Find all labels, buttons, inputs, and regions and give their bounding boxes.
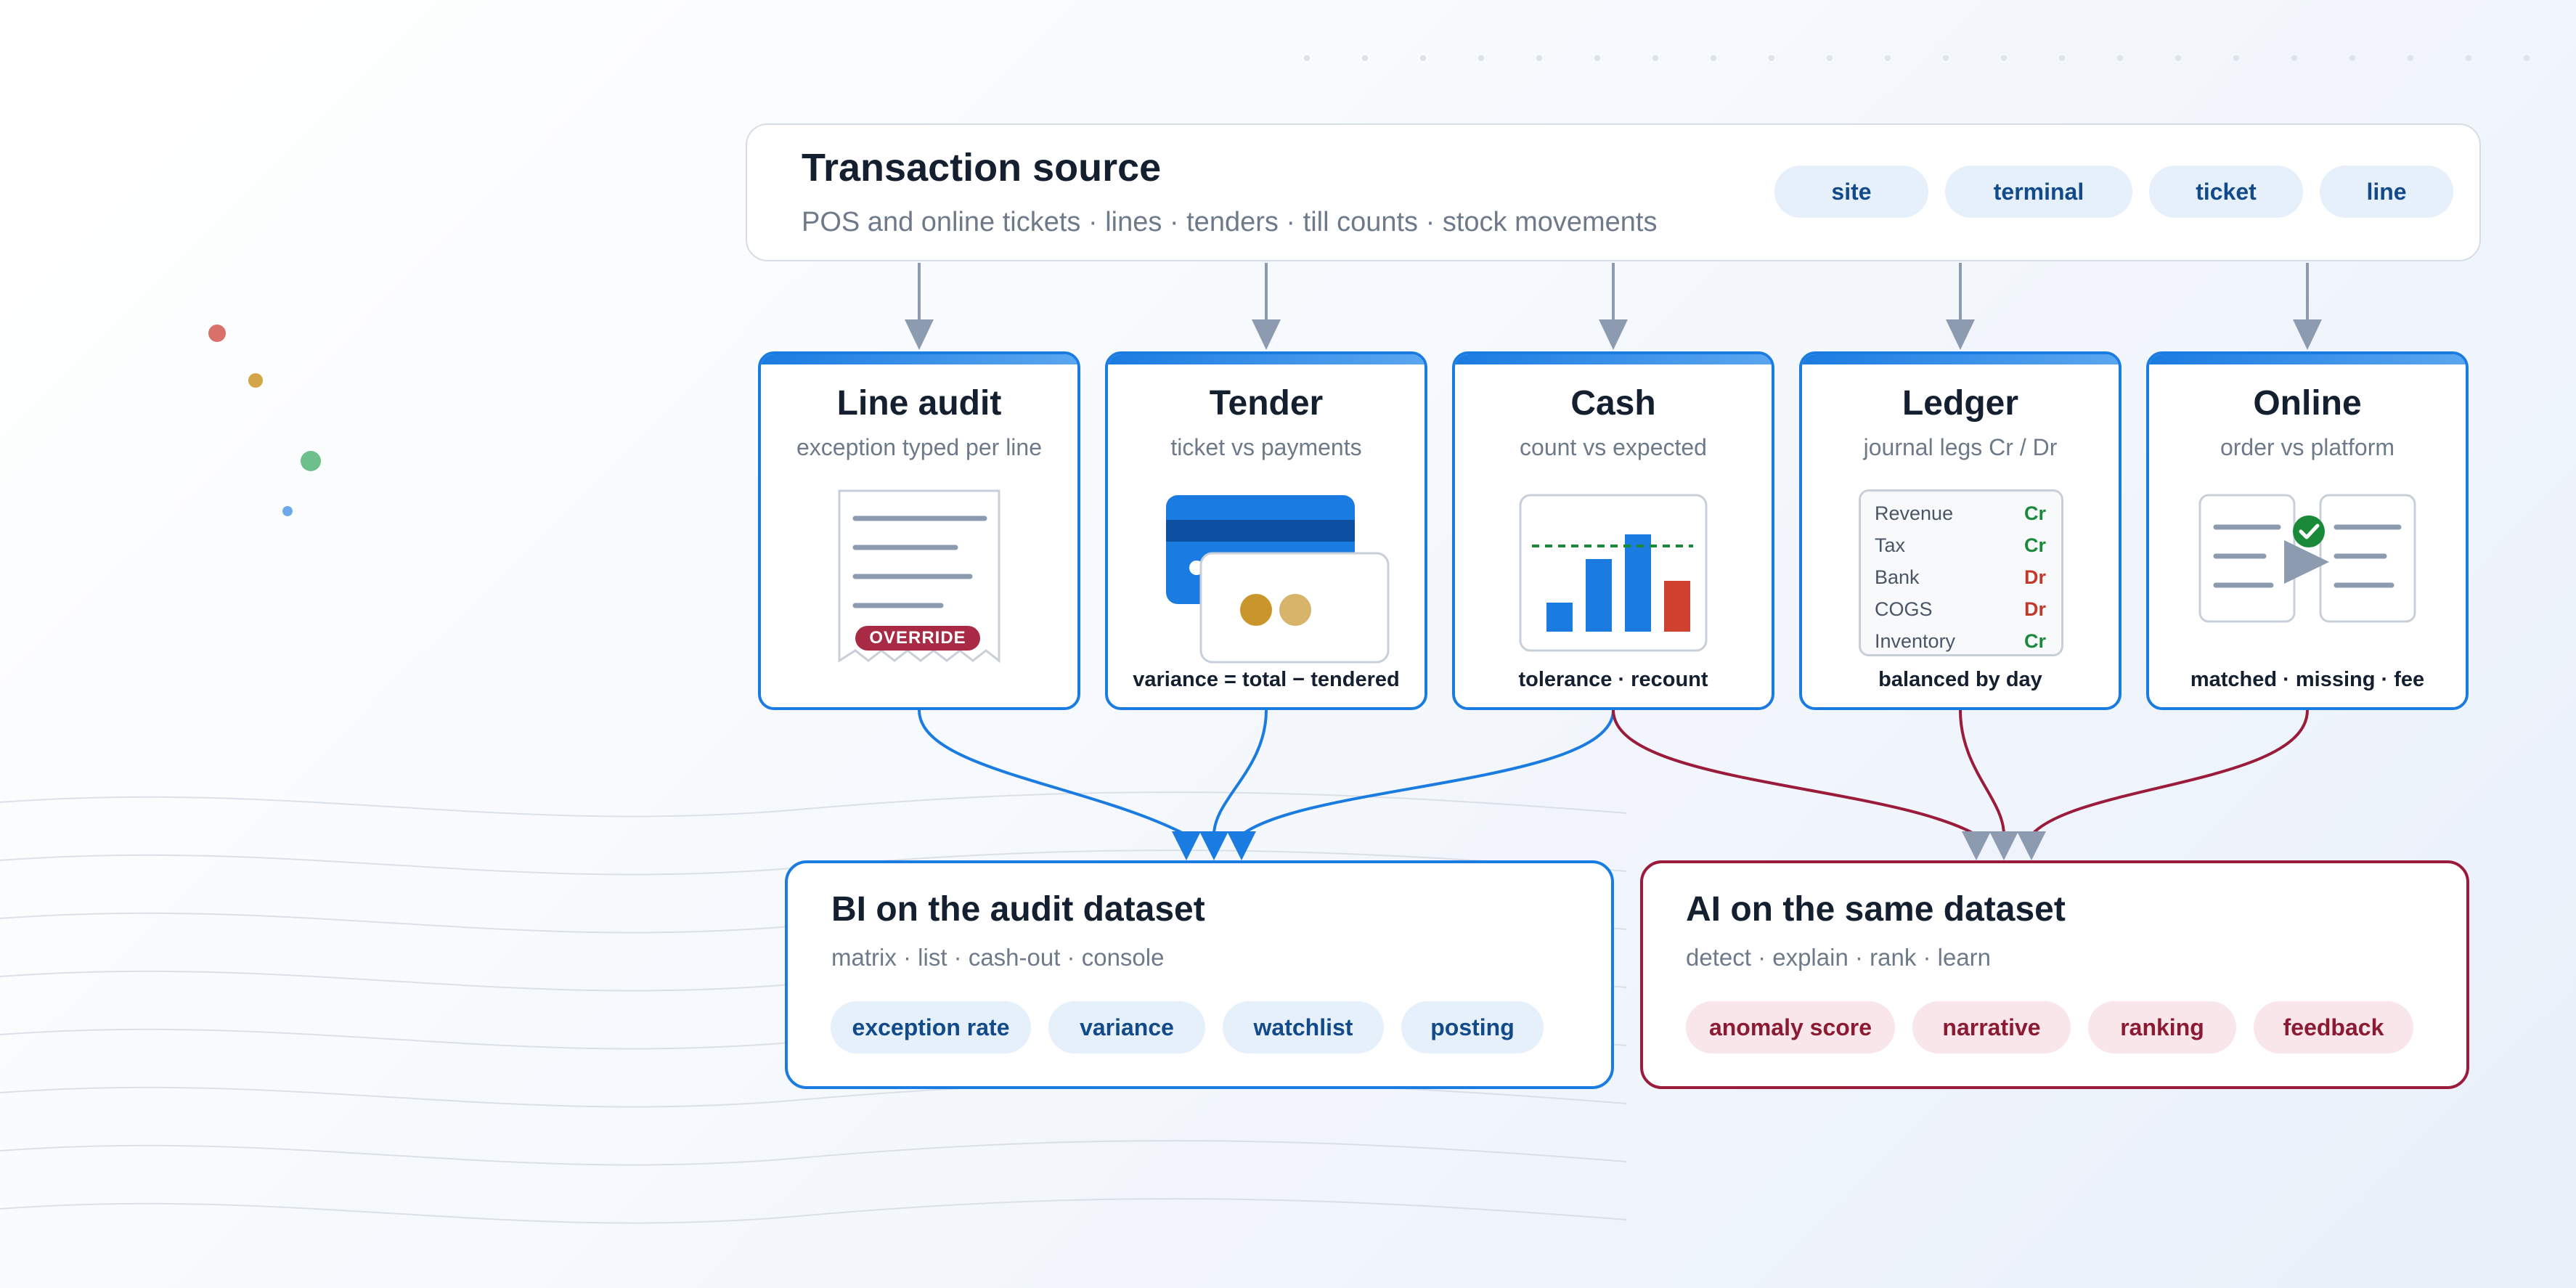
- ledger-title: Ledger: [1902, 384, 2019, 423]
- tender-title: Tender: [1209, 384, 1324, 423]
- ledger-account: Revenue: [1875, 502, 1954, 524]
- bar-chart-icon: [1519, 494, 1708, 652]
- ai-subtitle: detect · explain · rank · learn: [1686, 944, 1992, 971]
- ledger-footer: balanced by day: [1878, 668, 2042, 691]
- bi-tag-posting: posting: [1401, 1001, 1544, 1053]
- ledger-side: Cr: [2024, 534, 2047, 556]
- line-audit-subtitle: exception typed per line: [796, 434, 1042, 460]
- override-badge: OVERRIDE: [869, 628, 966, 648]
- ledger-account: Tax: [1875, 534, 1906, 556]
- tender-subtitle: ticket vs payments: [1170, 434, 1362, 460]
- online-footer: matched · missing · fee: [2190, 668, 2425, 691]
- tag-ticket: ticket: [2149, 166, 2303, 218]
- card-top-bar: [1108, 354, 1424, 364]
- bi-arrowheads: [1172, 831, 1256, 860]
- ai-tag-ranking: ranking: [2088, 1001, 2236, 1053]
- card-top-bar: [1455, 354, 1772, 364]
- ledger-icon: [1859, 489, 2063, 656]
- ledger-side: Cr: [2024, 630, 2047, 652]
- compare-documents-icon: [2198, 494, 2416, 623]
- credit-card-icon: [1166, 495, 1390, 664]
- card-top-bar: [2149, 354, 2466, 364]
- bi-title: BI on the audit dataset: [831, 890, 1205, 929]
- source-subtitle: POS and online tickets · lines · tenders…: [802, 207, 1658, 237]
- ai-tag-narrative: narrative: [1912, 1001, 2071, 1053]
- cash-subtitle: count vs expected: [1520, 434, 1707, 460]
- cash-footer: tolerance · recount: [1518, 668, 1708, 691]
- ledger-account: Bank: [1875, 566, 1920, 588]
- source-arrowheads: [905, 319, 2322, 350]
- source-title: Transaction source: [802, 146, 1162, 189]
- receipt-icon: [838, 489, 1000, 664]
- ai-arrowheads: [1962, 831, 2046, 860]
- dot-row: [1304, 55, 2530, 61]
- online-title: Online: [2253, 384, 2362, 423]
- ai-tag-feedback: feedback: [2254, 1001, 2413, 1053]
- tag-terminal: terminal: [1945, 166, 2132, 218]
- bi-tag-watchlist: watchlist: [1223, 1001, 1384, 1053]
- ledger-account: Inventory: [1875, 630, 1956, 652]
- ledger-side: Cr: [2024, 502, 2047, 524]
- cash-title: Cash: [1570, 384, 1656, 423]
- color-dots: [208, 325, 321, 516]
- bi-flows: [918, 709, 1615, 836]
- ledger-subtitle: journal legs Cr / Dr: [1863, 434, 2058, 460]
- ai-tag-anomaly-score: anomaly score: [1686, 1001, 1895, 1053]
- ledger-side: Dr: [2024, 566, 2047, 588]
- card-top-bar: [1802, 354, 2119, 364]
- line-audit-title: Line audit: [836, 384, 1002, 423]
- ledger-account: COGS: [1875, 598, 1933, 620]
- ai-title: AI on the same dataset: [1686, 890, 2066, 929]
- bi-tag-variance: variance: [1048, 1001, 1205, 1053]
- ai-flows: [1612, 709, 2309, 836]
- bi-subtitle: matrix · list · cash-out · console: [831, 944, 1165, 971]
- card-top-bar: [761, 354, 1077, 364]
- tag-line: line: [2320, 166, 2453, 218]
- ledger-side: Dr: [2024, 598, 2047, 620]
- bi-tag-exception-rate: exception rate: [831, 1001, 1031, 1053]
- tag-site: site: [1774, 166, 1928, 218]
- online-subtitle: order vs platform: [2220, 434, 2395, 460]
- tender-footer: variance = total − tendered: [1133, 668, 1400, 691]
